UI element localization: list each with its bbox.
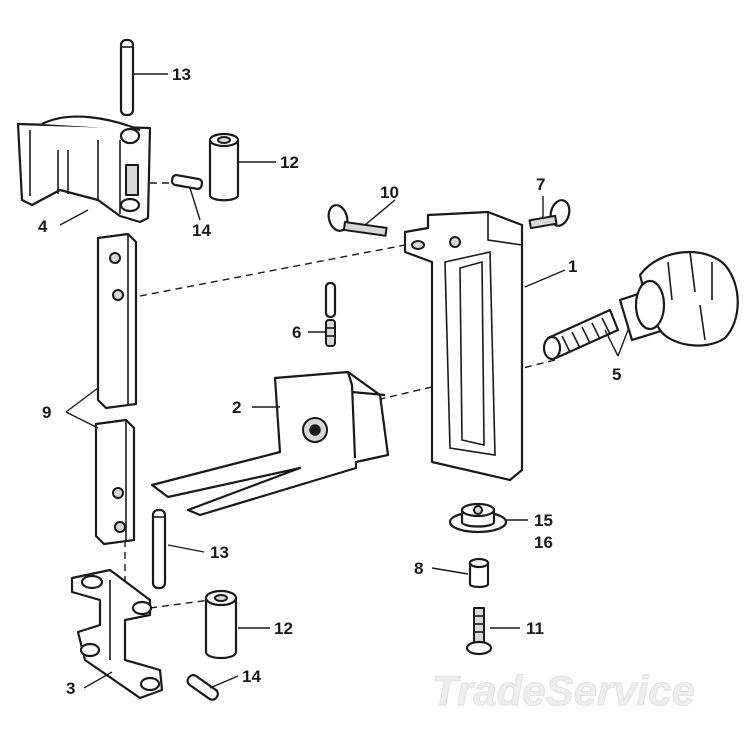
callout-2: 2 xyxy=(232,398,241,417)
callout-1: 1 xyxy=(568,257,577,276)
part-14-lower-pin xyxy=(186,674,219,701)
part-11-screw xyxy=(465,607,493,656)
part-13-lower-pin xyxy=(151,508,167,590)
part-6-set-screw xyxy=(324,281,337,347)
part-9-lower-bar xyxy=(94,418,136,546)
callout-14-bottom: 14 xyxy=(242,667,261,686)
callout-10: 10 xyxy=(380,183,399,202)
part-15-16-washer-nut xyxy=(448,502,508,534)
callout-12-bottom: 12 xyxy=(274,619,293,638)
callout-5: 5 xyxy=(612,365,621,384)
callout-8: 8 xyxy=(414,559,423,578)
callout-7: 7 xyxy=(536,175,545,194)
part-9-upper-bar xyxy=(96,232,138,410)
callout-4: 4 xyxy=(38,217,48,236)
part-3-lower-bracket xyxy=(70,568,164,700)
leader-lines xyxy=(59,73,629,689)
watermark: TradeService xyxy=(432,667,695,714)
part-10-thumb-screw xyxy=(327,204,388,237)
callout-13-bottom: 13 xyxy=(210,543,229,562)
callout-15: 15 xyxy=(534,511,553,530)
part-13-top-pin xyxy=(119,38,135,117)
part-4-upper-bracket xyxy=(16,115,152,224)
callout-13-top: 13 xyxy=(172,65,191,84)
callout-14-top: 14 xyxy=(192,221,211,240)
part-1-main-frame xyxy=(403,210,524,482)
part-8-bushing xyxy=(468,557,490,589)
part-5-spring-and-knob xyxy=(542,250,739,361)
callout-9: 9 xyxy=(42,403,51,422)
part-12-upper-sleeve xyxy=(208,132,240,202)
part-14-upper-pin xyxy=(170,174,204,190)
callout-16: 16 xyxy=(534,533,553,552)
callout-12-top: 12 xyxy=(280,153,299,172)
part-7-thumb-screw xyxy=(528,199,571,230)
part-12-lower-sleeve xyxy=(204,589,238,660)
callout-3: 3 xyxy=(66,679,75,698)
callout-11: 11 xyxy=(526,619,544,638)
callout-labels: 13 12 14 4 10 7 1 6 2 9 5 13 12 3 14 15 … xyxy=(38,65,621,698)
callout-6: 6 xyxy=(292,323,301,342)
part-2-fork-bracket xyxy=(150,370,390,517)
